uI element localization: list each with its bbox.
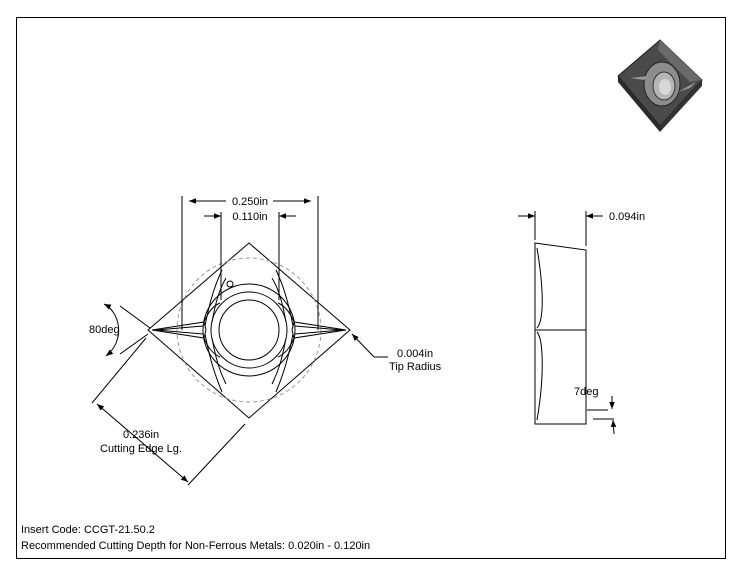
dim-angle bbox=[103, 303, 151, 357]
inner-width-label: 0.110in bbox=[232, 211, 267, 223]
cutting-depth-note: Recommended Cutting Depth for Non-Ferrou… bbox=[21, 540, 371, 552]
dim-thickness bbox=[518, 211, 603, 246]
dim-inner-width bbox=[204, 212, 296, 300]
countersink-outer bbox=[202, 283, 296, 377]
side-outline bbox=[534, 242, 587, 425]
dim-relief-angle bbox=[587, 396, 617, 435]
tip-radius-label: Tip Radius bbox=[389, 361, 442, 373]
edge-length-label: Cutting Edge Lg. bbox=[100, 443, 182, 455]
dim-edge-length bbox=[91, 337, 246, 486]
outer-width-label: 0.250in bbox=[232, 196, 268, 208]
center-bore bbox=[218, 299, 280, 361]
insert-outline bbox=[147, 242, 351, 419]
insert-top-view bbox=[147, 242, 351, 419]
insert-side-view bbox=[534, 242, 587, 425]
tip-radius-value: 0.004in bbox=[397, 348, 433, 360]
inscribed-circle bbox=[176, 257, 322, 403]
reference-dot bbox=[226, 280, 234, 288]
dim-tip-radius bbox=[351, 333, 388, 358]
countersink-inner bbox=[210, 291, 288, 369]
dim-outer-width bbox=[181, 196, 319, 330]
angle-label: 80deg bbox=[89, 324, 120, 336]
thickness-label: 0.094in bbox=[609, 211, 645, 223]
insert-3d-thumbnail bbox=[617, 39, 703, 132]
edge-length-value: 0.236in bbox=[123, 429, 159, 441]
drawing-border bbox=[16, 17, 726, 559]
insert-code: Insert Code: CCGT-21.50.2 bbox=[21, 524, 155, 536]
relief-angle-label: 7deg bbox=[574, 386, 598, 398]
